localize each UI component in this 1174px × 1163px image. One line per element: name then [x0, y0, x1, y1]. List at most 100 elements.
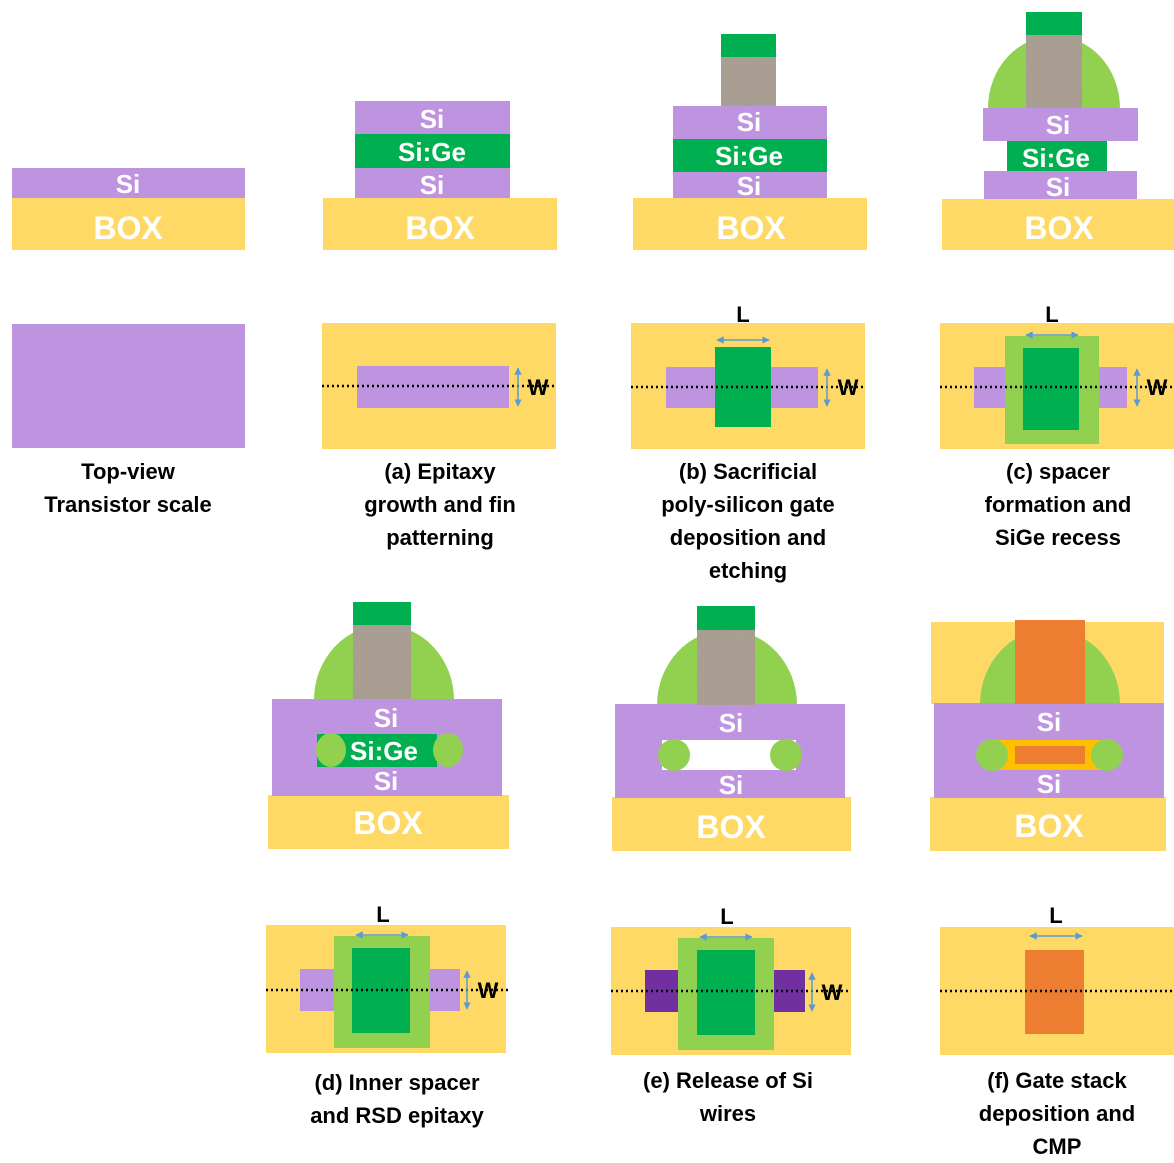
si-bottom-layer — [355, 168, 510, 198]
caption-line: (c) spacer — [1006, 459, 1110, 484]
caption-line: patterning — [386, 525, 494, 550]
box-layer — [268, 795, 509, 849]
box-layer — [930, 797, 1166, 851]
sige-label: Si:Ge — [350, 736, 418, 766]
si-top-region — [12, 324, 245, 448]
box-label: BOX — [405, 210, 475, 246]
caption-line: CMP — [1032, 1134, 1082, 1159]
sige-recessed-layer — [1007, 141, 1107, 171]
l-label: L — [736, 302, 749, 327]
box-label: BOX — [696, 809, 766, 845]
si-bottom-label: Si — [1046, 172, 1071, 202]
si-top-label: Si — [374, 703, 399, 733]
caption-step-d: (d) Inner spacer and RSD epitaxy — [268, 1066, 526, 1132]
caption-line: (b) Sacrificial — [678, 459, 818, 484]
step-b-top-view: W L — [631, 302, 865, 449]
poly-gate-texture — [721, 57, 776, 106]
inner-spacer-left — [976, 739, 1008, 771]
si-layer — [12, 168, 245, 198]
caption-line: formation and — [984, 492, 1132, 517]
caption-line: and RSD epitaxy — [310, 1103, 484, 1128]
w-label: W — [838, 375, 859, 400]
step-a-cross-section: Si Si:Ge Si BOX — [323, 101, 557, 250]
caption-line: (e) Release of Si — [643, 1068, 813, 1093]
gate-top — [697, 950, 755, 1035]
caption-line: deposition and — [978, 1101, 1136, 1126]
si-bottom-label: Si — [737, 171, 762, 201]
caption-line: deposition and — [669, 525, 827, 550]
w-label: W — [528, 375, 549, 400]
inner-spacer-right — [770, 739, 802, 771]
step-f-cross-section: Si Si BOX — [930, 620, 1166, 851]
box-layer — [942, 199, 1174, 250]
rsd-top-right — [773, 970, 805, 1012]
si-label: Si — [116, 169, 141, 199]
caption-line: (a) Epitaxy — [384, 459, 496, 484]
w-label: W — [822, 980, 843, 1005]
caption-line: Transistor scale — [44, 492, 212, 517]
gate-metal-top — [1025, 950, 1084, 1034]
sige-label: Si:Ge — [398, 137, 466, 167]
inner-spacer-right — [433, 733, 463, 767]
step-c-top-view: W L — [940, 302, 1174, 449]
step-c-cross-section: Si Si:Ge Si BOX — [942, 12, 1174, 250]
caption-top-view: Top-view Transistor scale — [10, 455, 246, 521]
si-bottom-label: Si — [719, 770, 744, 800]
gate-metal — [1015, 620, 1085, 704]
box-label: BOX — [93, 210, 163, 246]
si-top-layer — [355, 101, 510, 134]
box-layer — [323, 198, 557, 250]
step-f-top-view: L — [940, 903, 1174, 1055]
l-label: L — [720, 904, 733, 929]
hard-mask — [1026, 12, 1082, 35]
si-top-label: Si — [737, 107, 762, 137]
si-top-label: Si — [1046, 110, 1071, 140]
poly-gate-texture — [697, 630, 755, 705]
step-0-top-view — [12, 324, 245, 448]
box-label: BOX — [1024, 210, 1094, 246]
caption-line: poly-silicon gate — [661, 492, 835, 517]
poly-gate-texture — [1026, 35, 1082, 108]
si-top-label: Si — [719, 708, 744, 738]
l-label: L — [1049, 903, 1062, 928]
hard-mask — [353, 602, 411, 625]
step-d-top-view: W L — [266, 902, 508, 1053]
box-layer — [612, 797, 851, 851]
l-label: L — [376, 902, 389, 927]
caption-step-b: (b) Sacrificial poly-silicon gate deposi… — [630, 455, 866, 587]
caption-line: growth and fin — [364, 492, 516, 517]
caption-step-e: (e) Release of Si wires — [610, 1064, 846, 1130]
si-bottom-label: Si — [374, 766, 399, 796]
si-top-label: Si — [420, 104, 445, 134]
box-layer — [633, 198, 867, 250]
caption-step-a: (a) Epitaxy growth and fin patterning — [322, 455, 558, 554]
hard-mask — [721, 34, 776, 57]
step-0-cross-section: Si BOX — [12, 168, 245, 250]
hard-mask — [697, 606, 755, 630]
caption-step-f: (f) Gate stack deposition and CMP — [940, 1064, 1174, 1163]
sige-label: Si:Ge — [715, 141, 783, 171]
si-top-layer — [673, 106, 827, 139]
caption-line: etching — [708, 558, 788, 583]
si-top-label: Si — [1037, 707, 1062, 737]
l-label: L — [1045, 302, 1058, 327]
step-d-cross-section: Si Si:Ge Si BOX — [268, 602, 509, 849]
sige-layer — [355, 134, 510, 168]
gate-metal-channel — [1015, 746, 1085, 764]
step-b-cross-section: Si Si:Ge Si BOX — [633, 34, 867, 250]
caption-line: (f) Gate stack — [987, 1068, 1127, 1093]
inner-spacer-right — [1091, 739, 1123, 771]
caption-line: wires — [699, 1101, 757, 1126]
si-top-layer — [983, 108, 1138, 141]
box-label: BOX — [1014, 808, 1084, 844]
inner-spacer-left — [316, 733, 346, 767]
w-label: W — [478, 978, 499, 1003]
caption-line: Top-view — [81, 459, 175, 484]
si-bottom-label: Si — [1037, 769, 1062, 799]
caption-step-c: (c) spacer formation and SiGe recess — [940, 455, 1174, 554]
si-bottom-layer — [984, 171, 1137, 199]
si-bottom-layer — [673, 172, 827, 198]
w-label: W — [1147, 375, 1168, 400]
step-e-top-view: W L — [611, 904, 851, 1055]
